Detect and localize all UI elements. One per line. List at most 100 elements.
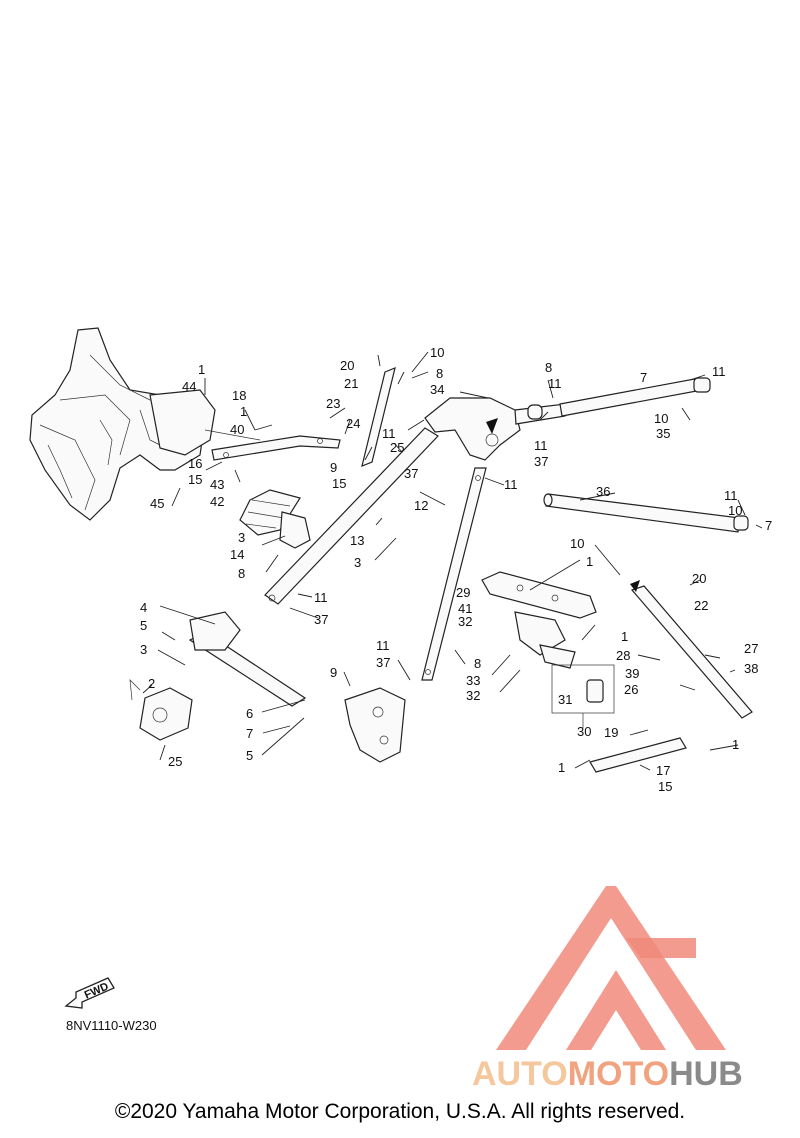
callout: 16: [188, 456, 202, 471]
callout: 28: [616, 648, 630, 663]
callout: 27: [744, 641, 758, 656]
callout: 37: [376, 655, 390, 670]
callout: 1: [621, 629, 628, 644]
callout: 21: [344, 376, 358, 391]
callout: 4: [140, 600, 147, 615]
brand-part-1: AUTO: [472, 1055, 568, 1093]
stay-22: [630, 580, 753, 719]
callout: 10: [728, 503, 742, 518]
callout: 11: [548, 376, 562, 391]
callout: 1: [732, 737, 739, 752]
callout: 38: [744, 661, 758, 676]
callout: 10: [430, 345, 444, 360]
callout: 19: [604, 725, 618, 740]
callout: 15: [188, 472, 202, 487]
callout: 24: [346, 416, 360, 431]
stay-bracket: [211, 435, 341, 461]
tube-36: [543, 493, 749, 533]
callout: 8: [545, 360, 552, 375]
callout: 25: [390, 440, 404, 455]
lower-center-bracket: [344, 687, 406, 763]
callout: 5: [246, 748, 253, 763]
callout: 37: [314, 612, 328, 627]
callout: 37: [404, 466, 418, 481]
callout: 3: [354, 555, 361, 570]
automotohub-logo-icon: [496, 886, 726, 1050]
callout: 1: [558, 760, 565, 775]
fwd-label: FWD: [83, 980, 111, 1001]
center-bracket: [424, 397, 521, 461]
callout: 39: [625, 666, 639, 681]
stay-17: [589, 737, 687, 773]
callout: 29: [456, 585, 470, 600]
callout: 40: [230, 422, 244, 437]
lower-stay: [129, 611, 307, 741]
callout: 23: [326, 396, 340, 411]
callout: 17: [656, 763, 670, 778]
front-cowl-bracket: [29, 327, 261, 521]
callout: 18: [232, 388, 246, 403]
callout: 11: [724, 488, 738, 503]
callouts: 1 44 18 1 40 16 15 43 42 45 20 21 23 24 …: [140, 345, 772, 794]
callout: 11: [534, 438, 548, 453]
stay-21: [361, 367, 396, 467]
callout: 45: [150, 496, 164, 511]
callout: 3: [238, 530, 245, 545]
callout: 30: [577, 724, 591, 739]
callout: 37: [534, 454, 548, 469]
callout: 41: [458, 601, 472, 616]
leader-lines: [142, 351, 763, 771]
callout: 12: [414, 498, 428, 513]
kit-box-30: [551, 664, 615, 728]
callout: 15: [332, 476, 346, 491]
drawing-code: 8NV1110-W230: [66, 1018, 157, 1033]
stay-12: [264, 427, 439, 605]
callout: 11: [712, 364, 726, 379]
callout: 42: [210, 494, 224, 509]
callout: 1: [198, 362, 205, 377]
callout: 22: [694, 598, 708, 613]
callout: 32: [466, 688, 480, 703]
callout: 32: [458, 614, 472, 629]
callout: 20: [692, 571, 706, 586]
bracket-29: [481, 571, 597, 669]
callout: 11: [376, 638, 390, 653]
stay-center: [421, 467, 487, 681]
brand-part-3: HUB: [669, 1055, 743, 1093]
callout: 43: [210, 477, 224, 492]
callout: 11: [314, 590, 328, 605]
callout: 5: [140, 618, 147, 633]
callout: 34: [430, 382, 444, 397]
callout: 7: [765, 518, 772, 533]
callout: 6: [246, 706, 253, 721]
callout: 44: [182, 379, 196, 394]
callout: 1: [586, 554, 593, 569]
callout: 10: [654, 411, 668, 426]
callout: 10: [570, 536, 584, 551]
callout: 36: [596, 484, 610, 499]
relay-module: [239, 489, 311, 549]
callout: 3: [140, 642, 147, 657]
callout: 1: [240, 404, 247, 419]
callout: 20: [340, 358, 354, 373]
brand-part-2: MOTO: [567, 1055, 670, 1093]
callout: 2: [148, 676, 155, 691]
callout: 15: [658, 779, 672, 794]
upper-tube: [514, 377, 711, 425]
callout: 35: [656, 426, 670, 441]
callout: 8: [436, 366, 443, 381]
callout: 11: [504, 477, 518, 492]
copyright-notice: ©2020 Yamaha Motor Corporation, U.S.A. A…: [114, 1100, 686, 1123]
callout: 9: [330, 665, 337, 680]
callout: 11: [382, 426, 396, 441]
callout: 31: [558, 692, 572, 707]
callout: 7: [246, 726, 253, 741]
callout: 13: [350, 533, 364, 548]
callout: 8: [238, 566, 245, 581]
callout: 7: [640, 370, 647, 385]
callout: 33: [466, 673, 480, 688]
callout: 9: [330, 460, 337, 475]
callout: 25: [168, 754, 182, 769]
callout: 26: [624, 682, 638, 697]
